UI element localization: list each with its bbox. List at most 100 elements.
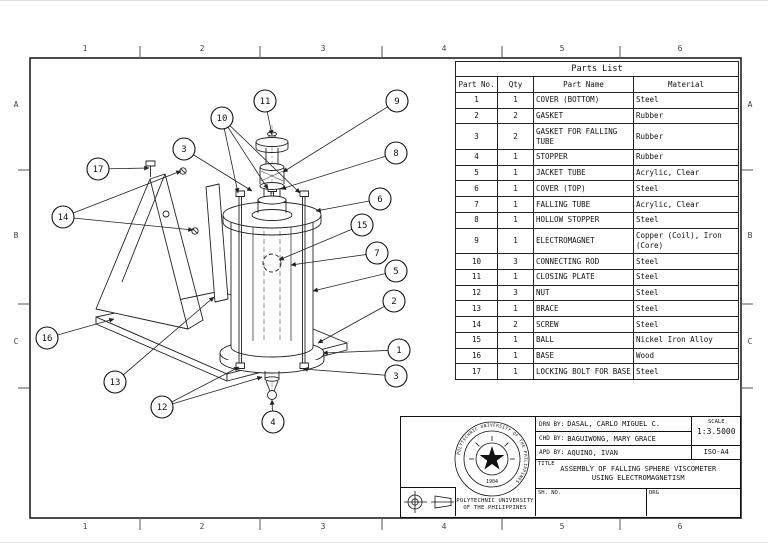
cell-name: STOPPER	[533, 148, 634, 166]
part-screws	[179, 167, 199, 235]
projection-symbol	[401, 487, 456, 516]
cell-no: 14	[455, 316, 498, 333]
parts-list-header: Material	[633, 76, 739, 93]
cell-no: 9	[455, 227, 498, 255]
balloon-number: 17	[93, 165, 104, 175]
balloon-4	[261, 410, 285, 434]
balloon-number: 16	[42, 334, 53, 344]
drg-label: DRG	[649, 490, 659, 496]
balloon-12	[150, 395, 174, 419]
balloon-number: 1	[396, 346, 401, 356]
leader-line	[183, 148, 253, 192]
cell-material: Steel	[633, 268, 739, 286]
approved-by-value: AQUINO, IVAN	[567, 448, 618, 457]
cell-no: 6	[455, 180, 498, 198]
balloon-8	[384, 141, 408, 165]
cell-name: BRACE	[533, 300, 634, 318]
balloon-10	[210, 106, 234, 130]
zone-label: 1	[83, 522, 88, 531]
zone-label: 5	[560, 522, 565, 531]
part-ball	[262, 253, 282, 273]
balloon-number: 11	[260, 97, 271, 107]
balloon-11	[253, 89, 277, 113]
cell-qty: 3	[497, 253, 534, 270]
leader-line	[62, 170, 182, 218]
cell-material: Steel	[633, 253, 739, 270]
balloon-number: 7	[374, 249, 379, 259]
balloon-number: 5	[393, 267, 398, 277]
zone-label: 4	[442, 522, 447, 531]
zone-label: 6	[678, 522, 683, 531]
seal-rays	[469, 436, 515, 460]
sheet-number-cell: SH. NO.	[536, 489, 646, 516]
drawing-title-line1: ASSEMBLY OF FALLING SPHERE VISCOMETER	[560, 465, 717, 473]
leader-line	[221, 117, 269, 190]
part-locking-bolt	[145, 160, 156, 177]
title-cell: TITLE ASSEMBLY OF FALLING SPHERE VISCOME…	[536, 460, 741, 489]
leader-line	[221, 117, 301, 194]
approved-by-label: APD BY:	[539, 449, 565, 456]
balloon-number: 3	[181, 145, 186, 155]
scale-cell: SCALE 1:3.5000	[691, 417, 741, 446]
parts-list-header: Part No.	[455, 76, 498, 93]
drawn-by-label: DRN BY:	[539, 420, 565, 428]
balloon-number: 10	[217, 114, 228, 124]
cell-qty: 1	[497, 268, 534, 286]
assembly-drawing	[95, 125, 348, 409]
cell-qty: 1	[497, 148, 534, 166]
scale-label: SCALE	[707, 419, 725, 425]
leader-line	[317, 300, 395, 344]
drawing-title-line2: USING ELECTROMAGNETISM	[591, 474, 685, 483]
cell-material: Nickel Iron Alloy	[633, 331, 739, 349]
leader-line	[46, 318, 115, 339]
cell-no: 8	[455, 211, 498, 229]
leader-line	[312, 270, 397, 293]
cell-material: Steel	[633, 211, 739, 229]
cell-name: COVER (BOTTOM)	[533, 91, 634, 109]
balloon-17	[86, 157, 110, 181]
cell-name: FALLING TUBE	[533, 196, 634, 213]
seal-year: 1904	[486, 479, 498, 485]
cell-qty: 1	[497, 196, 534, 213]
leader-line	[282, 100, 398, 173]
cell-qty: 1	[497, 331, 534, 349]
balloon-2	[382, 289, 406, 313]
leader-line	[322, 349, 400, 356]
cell-no: 2	[455, 107, 498, 125]
zone-label: C	[748, 337, 753, 346]
balloon-7	[365, 241, 389, 265]
scale-value: 1:3.5000	[696, 427, 736, 436]
balloon-number: 14	[58, 213, 69, 223]
part-brace-bar	[205, 183, 229, 303]
leader-line	[161, 366, 240, 408]
cell-qty: 1	[497, 164, 534, 182]
balloon-number: 9	[394, 97, 399, 107]
cell-name: GASKET	[533, 107, 634, 125]
cell-name: ELECTROMAGNET	[533, 227, 634, 255]
cell-no: 3	[455, 123, 498, 150]
leader-line	[280, 152, 397, 190]
zone-label: 3	[321, 44, 326, 53]
zone-label: A	[748, 100, 753, 109]
checked-by-value: BAGUIWONG, MARY GRACE	[567, 434, 656, 443]
cell-no: 5	[455, 164, 498, 182]
balloon-13	[103, 370, 127, 394]
zone-label: C	[14, 337, 19, 346]
star-icon	[479, 446, 505, 470]
cell-material: Rubber	[633, 123, 739, 150]
zone-label: B	[748, 231, 753, 240]
balloon-number: 8	[393, 149, 398, 159]
balloon-6	[368, 187, 392, 211]
checked-by-label: CHD BY:	[539, 435, 565, 442]
